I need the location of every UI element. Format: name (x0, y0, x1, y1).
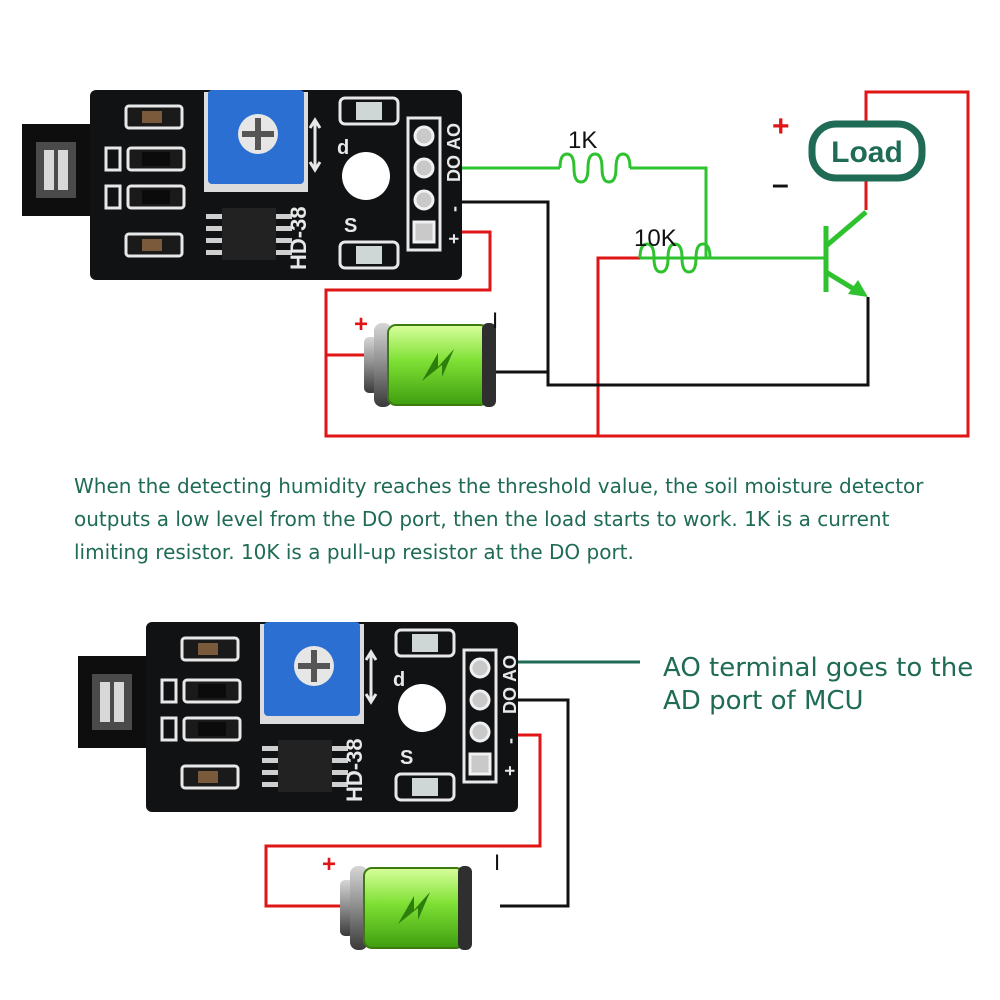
circuit-1-caption: When the detecting humidity reaches the … (74, 470, 984, 569)
pin-label-ao: AO (444, 123, 464, 150)
battery-1 (363, 322, 497, 408)
pin-label-gnd: - (444, 206, 464, 212)
pin-label-do: DO (444, 155, 464, 182)
load-box (808, 120, 926, 182)
load-label: Load (831, 136, 903, 169)
circuit-1: d S HD-38 AO DO - + 1K 10K Load + – + I (20, 88, 970, 438)
sensor-module-2 (76, 620, 520, 814)
wire-gnd (430, 200, 870, 387)
pin-label-ao-2: AO (500, 655, 520, 682)
circuit-2: d S HD-38 AO DO - + + I (76, 620, 640, 951)
pin-label-gnd-2: - (500, 738, 520, 744)
wire-vcc-2 (264, 733, 542, 908)
resistor-10k-label: 10K (634, 225, 677, 252)
load-plus-sign: + (772, 110, 790, 143)
resistor-1k-label: 1K (568, 127, 597, 154)
npn-transistor (823, 210, 868, 297)
resistor-1k (558, 152, 632, 184)
ao-note-line-2: AD port of MCU (663, 686, 864, 716)
battery-2-minus: I (494, 850, 500, 875)
wire-gnd-2 (482, 698, 570, 908)
battery-2 (339, 865, 473, 951)
model-label: HD-38 (286, 206, 311, 270)
battery-1-minus: I (492, 308, 498, 333)
caption-line-1: When the detecting humidity reaches the … (74, 474, 924, 498)
battery-1-plus: + (354, 311, 368, 338)
wire-pullup-supply (596, 256, 640, 436)
wire-vcc-pin (324, 230, 492, 360)
caption-line-2: outputs a low level from the DO port, th… (74, 507, 890, 531)
ao-terminal-note: AO terminal goes to the AD port of MCU (663, 652, 973, 718)
caption-line-3: limiting resistor. 10K is a pull-up resi… (74, 540, 634, 564)
indicator-label-d: d (337, 137, 349, 159)
indicator-label-d-2: d (393, 669, 405, 691)
ao-note-line-1: AO terminal goes to the (663, 653, 974, 683)
load-minus-sign: – (772, 168, 789, 201)
pin-label-vcc-2: + (500, 765, 520, 776)
resistor-10k (638, 242, 712, 274)
model-label-2: HD-38 (342, 738, 367, 802)
indicator-label-s-2: S (400, 747, 413, 769)
pin-label-do-2: DO (500, 687, 520, 714)
battery-2-plus: + (322, 851, 336, 878)
indicator-label-s: S (344, 215, 357, 237)
pin-label-vcc: + (444, 233, 464, 244)
emitter-arrow-icon (848, 280, 868, 297)
sensor-module-1 (20, 88, 464, 282)
